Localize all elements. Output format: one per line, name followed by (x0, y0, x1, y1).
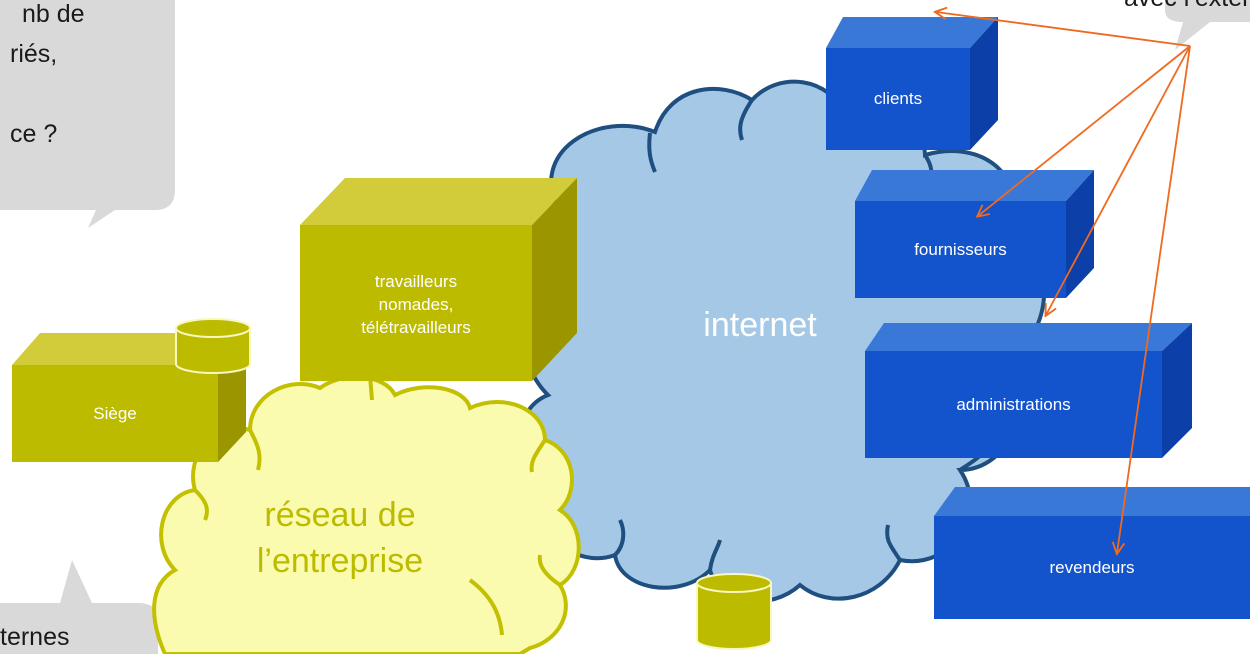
administrations-box (865, 323, 1192, 458)
siege-label: Siège (93, 403, 137, 423)
callout-top-left-line-4: ce ? (10, 120, 58, 148)
callout-bubble-top-right (1165, 0, 1250, 50)
arrow-to-administrations (1046, 45, 1191, 315)
arrow-to-clients (936, 12, 1191, 47)
callout-bubble-top-left (0, 0, 175, 228)
revendeurs-label: revendeurs (1049, 557, 1135, 577)
callout-top-left-line-2: riés, (10, 40, 58, 68)
enterprise-label: réseau de l’entreprise (220, 492, 460, 584)
cloud-arc (708, 539, 722, 571)
revendeurs-box (934, 487, 1250, 619)
siege-database-icon (175, 318, 251, 374)
internet-label: internet (703, 306, 817, 344)
enterprise-label-line-2: l’entreprise (256, 542, 424, 580)
callout-bubble-bottom-left (0, 560, 158, 654)
fournisseurs-label: fournisseurs (914, 239, 1007, 259)
enterprise-cloud (152, 374, 581, 654)
administrations-label: administrations (956, 394, 1071, 414)
arrow-to-revendeurs (1117, 45, 1191, 553)
cloud-arc (537, 554, 562, 587)
cloud-arc (248, 429, 262, 471)
cloud-arc (193, 488, 209, 521)
nomades-label-line-3: télétravailleurs (361, 317, 471, 337)
cloud-arc (738, 98, 754, 141)
cloud-database-icon (696, 573, 772, 650)
nomades-box (300, 178, 577, 381)
cloud-arc (885, 524, 902, 562)
callout-top-left-line-1: nb de (22, 0, 85, 28)
cloud-arc (529, 438, 547, 473)
enterprise-label-line-1: réseau de (264, 496, 416, 534)
cloud-arc (468, 578, 504, 636)
cloud-arc (613, 519, 626, 557)
callout-bottom-left-text: ternes (0, 623, 70, 651)
clients-label: clients (873, 89, 923, 108)
cloud-arc (647, 132, 657, 173)
nomades-label-line-1: travailleurs (374, 271, 458, 291)
arrows (936, 12, 1191, 553)
callout-top-right-text: avec l’exter (1124, 0, 1250, 18)
arrow-to-fournisseurs (978, 45, 1191, 216)
clients-box (826, 17, 998, 150)
callout-top-left-line-3 (10, 74, 85, 114)
callout-top-left-text: nb de riés, ce ? (10, 0, 85, 154)
nomades-label: travailleurs nomades, télétravailleurs (300, 258, 532, 350)
nomades-label-line-2: nomades, (378, 294, 454, 314)
